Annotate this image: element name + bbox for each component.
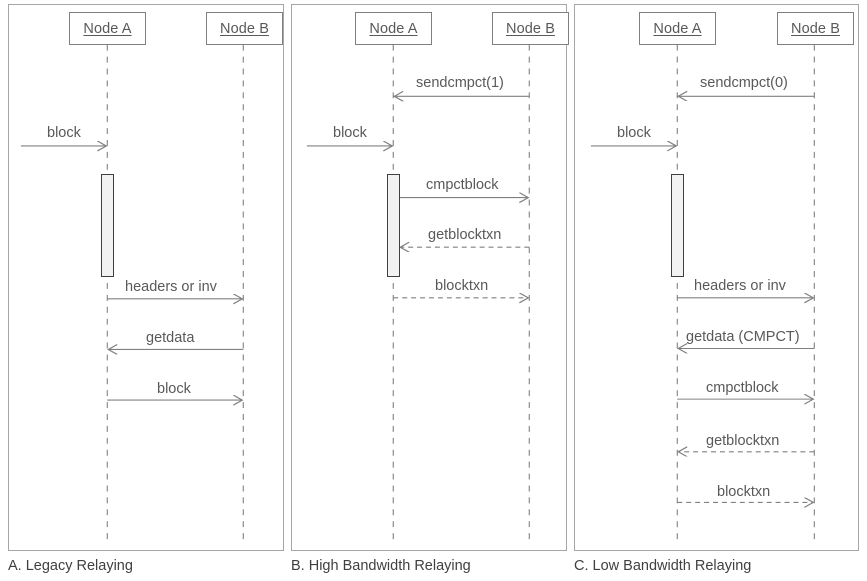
lifeline-label-node-b: Node B — [791, 20, 840, 37]
lifeline-header-node-a[interactable]: Node A — [69, 12, 146, 45]
panel-caption-b: B. High Bandwidth Relaying — [291, 558, 471, 574]
message-label-headers-or-inv: headers or inv — [694, 278, 786, 294]
lifeline-header-node-b[interactable]: Node B — [777, 12, 854, 45]
message-label-sendcmpct: sendcmpct(0) — [700, 75, 788, 91]
message-label-blocktxn: blocktxn — [717, 484, 771, 500]
lifeline-label-node-a: Node A — [83, 20, 132, 37]
panel-high-bandwidth-relaying: Node A Node B sendcmpct(1) block cmpctbl… — [291, 4, 569, 551]
message-label-getdata-cmpct: getdata (CMPCT) — [686, 329, 800, 345]
lifeline-header-node-a[interactable]: Node A — [355, 12, 432, 45]
panel-c-canvas — [590, 44, 815, 543]
message-label-cmpctblock: cmpctblock — [426, 177, 499, 193]
panel-caption-c: C. Low Bandwidth Relaying — [574, 558, 752, 574]
message-label-getblocktxn: getblocktxn — [706, 433, 780, 449]
panel-a-canvas — [20, 44, 244, 543]
message-label-block-in: block — [47, 125, 81, 141]
panel-caption-a: A. Legacy Relaying — [8, 558, 133, 574]
message-label-getdata: getdata — [146, 330, 195, 346]
lifeline-header-node-a[interactable]: Node A — [639, 12, 716, 45]
lifeline-header-node-b[interactable]: Node B — [492, 12, 569, 45]
message-label-block-in: block — [617, 125, 651, 141]
message-label-blocktxn: blocktxn — [435, 278, 489, 294]
lifeline-header-node-b[interactable]: Node B — [206, 12, 283, 45]
activation-bar-node-a — [671, 174, 684, 277]
panel-low-bandwidth-relaying: Node A Node B sendcmpct(0) block headers… — [574, 4, 859, 551]
lifeline-label-node-b: Node B — [506, 20, 555, 37]
message-label-getblocktxn: getblocktxn — [428, 227, 502, 243]
message-label-sendcmpct: sendcmpct(1) — [416, 75, 504, 91]
panel-legacy-relaying: Node A Node B block headers or inv getda… — [8, 4, 284, 551]
activation-bar-node-a — [387, 174, 400, 277]
message-label-headers-or-inv: headers or inv — [125, 279, 217, 295]
message-label-block-out: block — [157, 381, 191, 397]
lifeline-label-node-b: Node B — [220, 20, 269, 37]
message-label-cmpctblock: cmpctblock — [706, 380, 779, 396]
message-label-block-in: block — [333, 125, 367, 141]
panel-b-canvas — [306, 44, 530, 543]
activation-bar-node-a — [101, 174, 114, 277]
lifeline-label-node-a: Node A — [369, 20, 418, 37]
lifeline-label-node-a: Node A — [653, 20, 702, 37]
